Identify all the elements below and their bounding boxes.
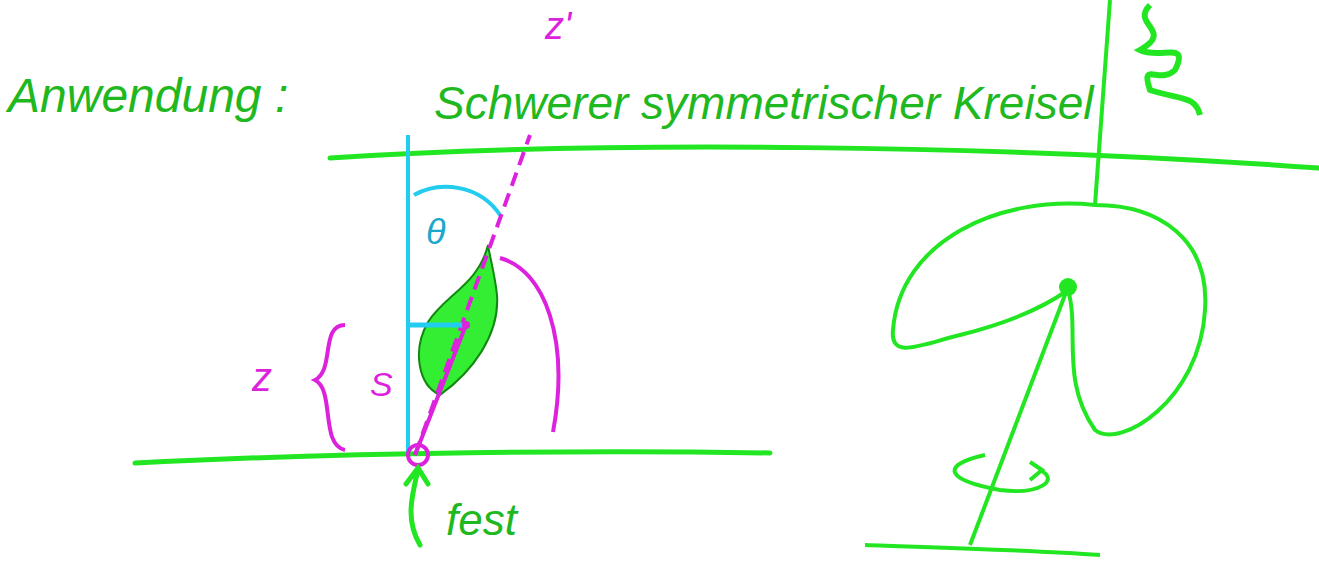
spin-arrow	[955, 455, 1048, 491]
height-label: z	[252, 355, 272, 399]
fixed-label: fest	[446, 496, 517, 544]
body-axis	[415, 135, 530, 455]
hand-scribble	[1140, 5, 1200, 115]
diagram-title: Schwerer symmetrischer Kreisel	[430, 78, 1097, 129]
height-brace	[315, 325, 345, 450]
ground-line	[135, 452, 770, 463]
ground-line	[865, 545, 1100, 555]
fixed-arrow	[406, 468, 428, 545]
rotation-arc	[500, 258, 558, 432]
center-label: S	[370, 366, 393, 403]
angle-label: θ	[426, 212, 446, 252]
top-rod	[970, 287, 1068, 545]
pivot-point	[408, 445, 428, 465]
angle-arc	[414, 187, 500, 215]
pivot-to-center	[415, 325, 466, 455]
center-of-mass	[462, 321, 470, 329]
heading-label: Anwendung :	[8, 70, 288, 123]
vertical-axis	[406, 135, 410, 455]
top-body	[419, 245, 497, 395]
axis-label: z'	[545, 6, 571, 48]
title-underline	[330, 147, 1319, 168]
height-marker	[410, 323, 470, 328]
top-outline	[893, 204, 1206, 435]
